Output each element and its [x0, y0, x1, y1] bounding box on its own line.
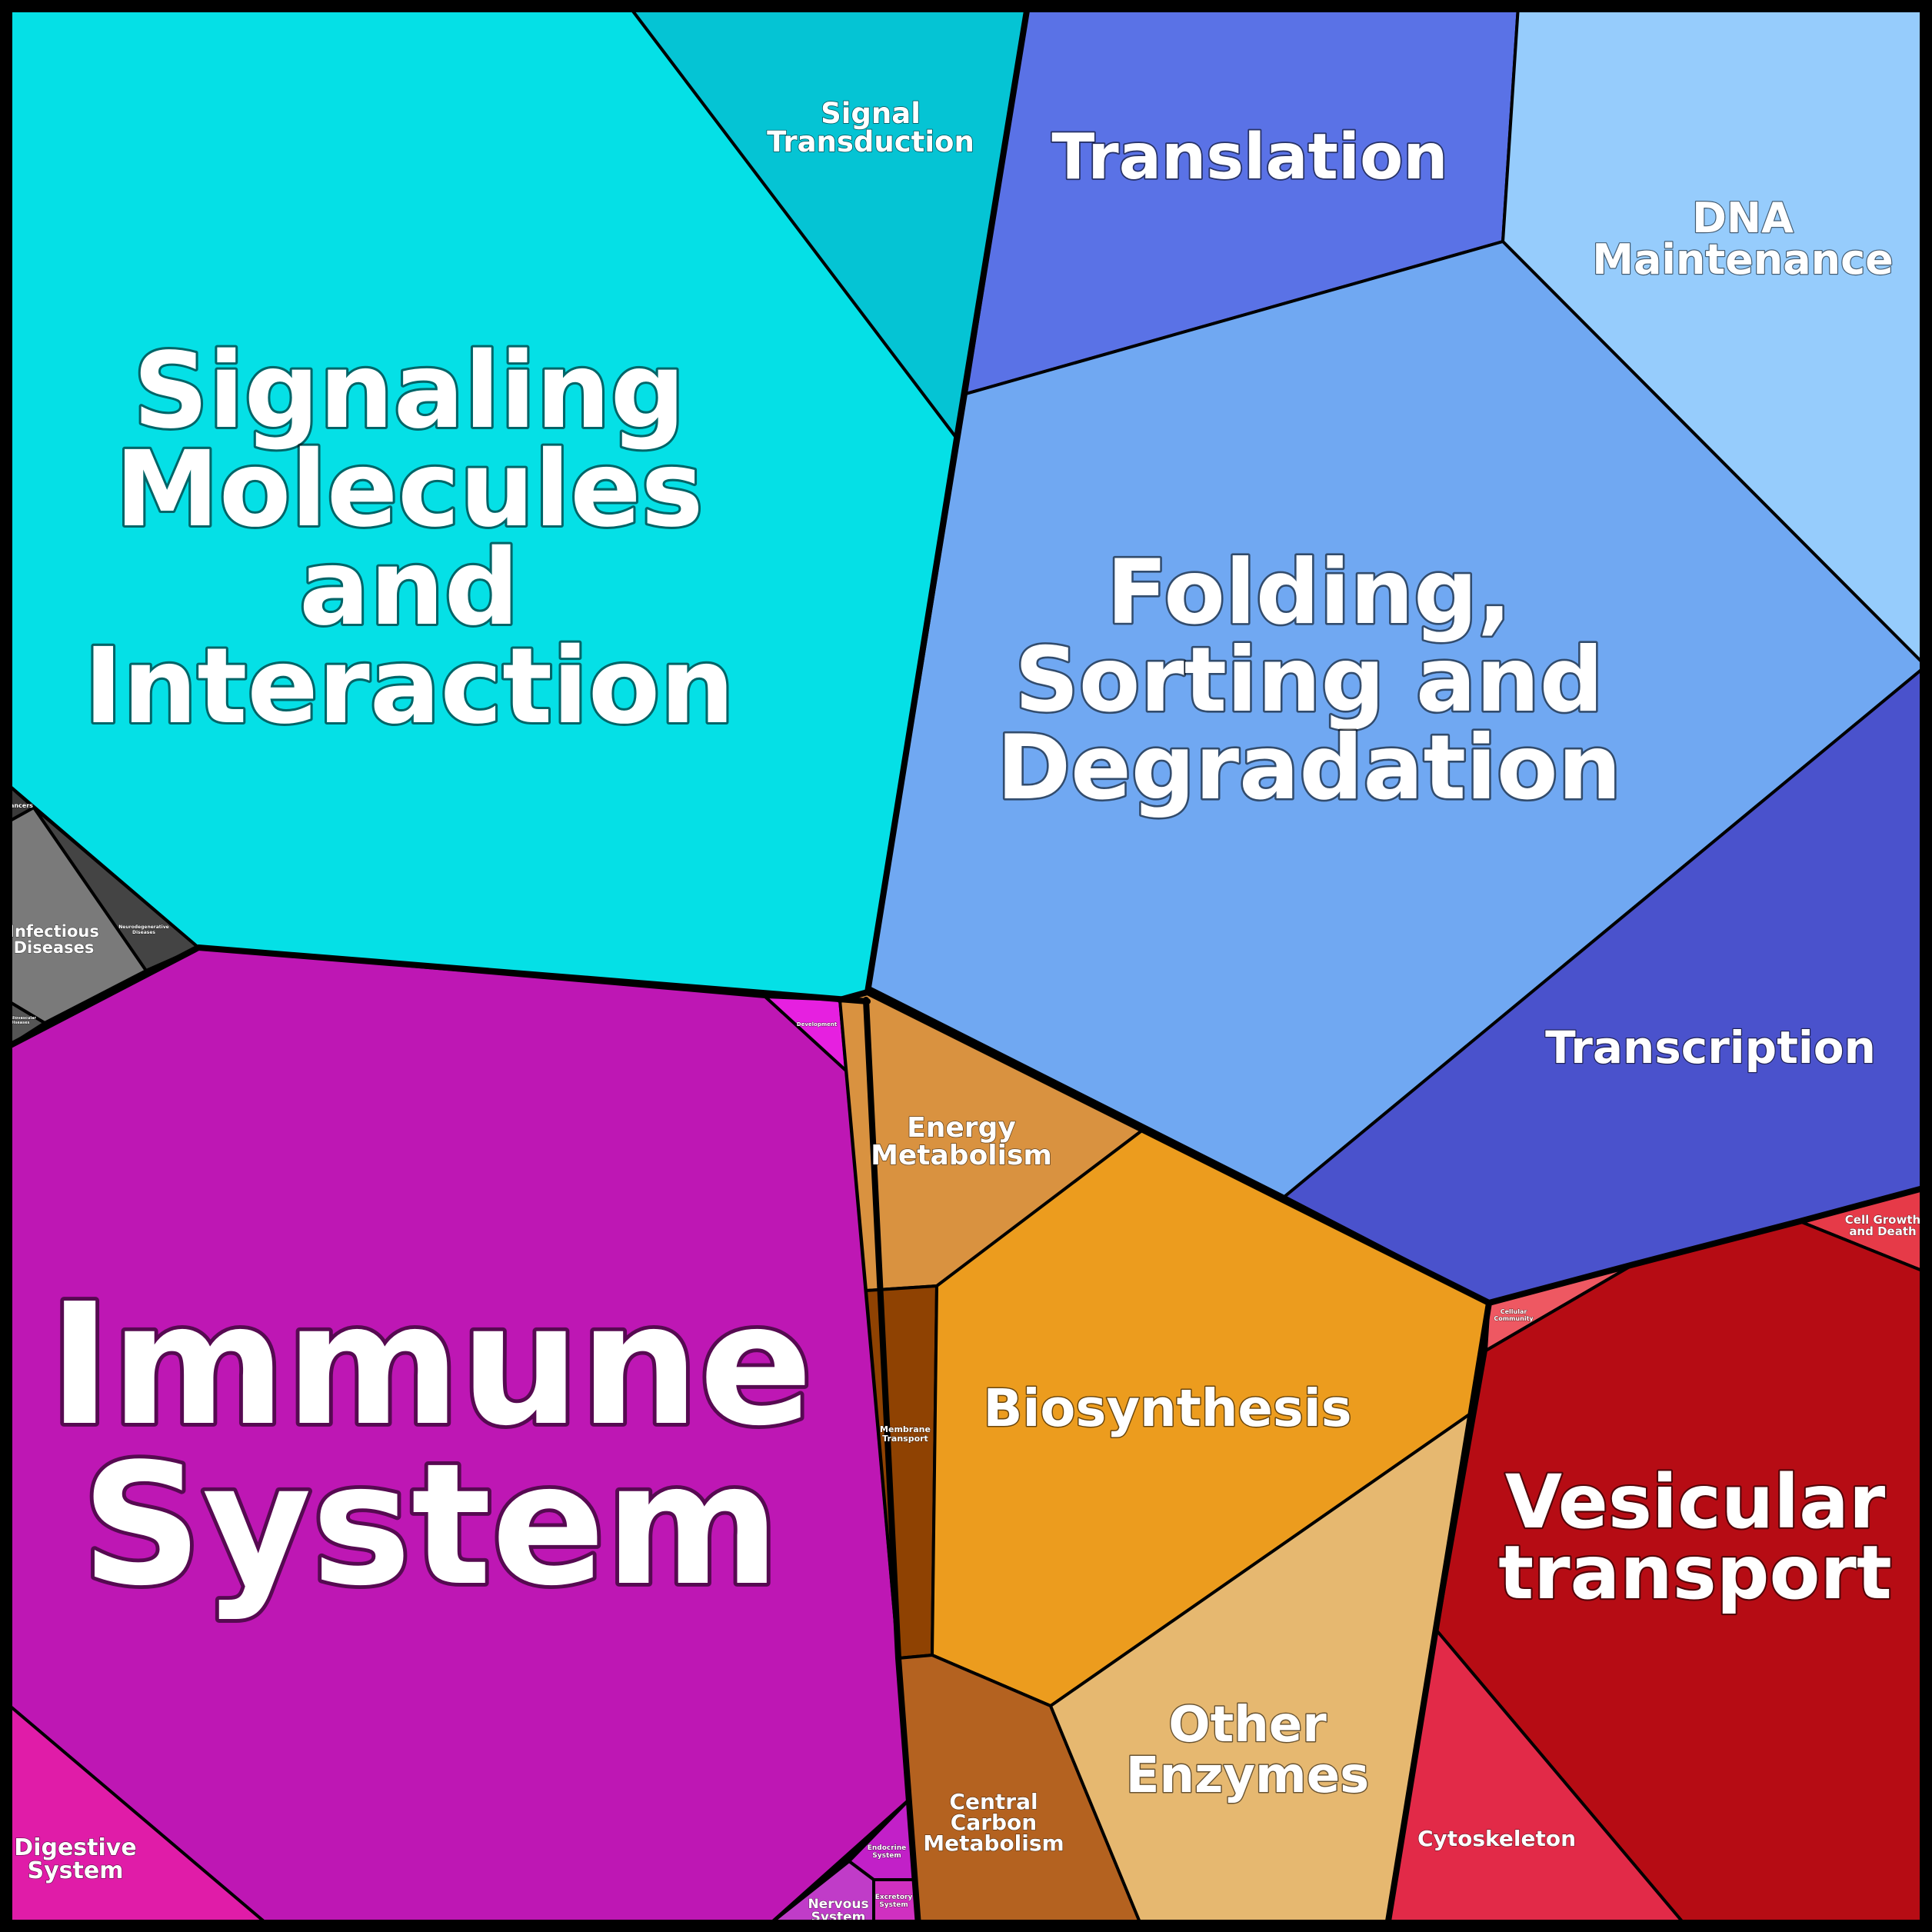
group-boundary-6	[1486, 1184, 1929, 1306]
cells-layer	[5, 5, 1927, 1927]
group-boundary-1	[3, 944, 871, 1051]
label-biosynthesis: Biosynthesis	[983, 1378, 1351, 1438]
group-boundary-3	[864, 3, 1031, 995]
label-development: Development	[797, 1021, 838, 1028]
group-boundary-4	[863, 997, 921, 1929]
group-boundary-5	[1384, 1300, 1492, 1929]
group-boundaries	[3, 3, 1929, 1929]
label-translation: Translation	[1051, 121, 1447, 194]
label-transcription: Transcription	[1545, 1021, 1876, 1074]
label-cancers: Cancers	[5, 802, 33, 809]
label-cytoskeleton: Cytoskeleton	[1417, 1826, 1576, 1851]
